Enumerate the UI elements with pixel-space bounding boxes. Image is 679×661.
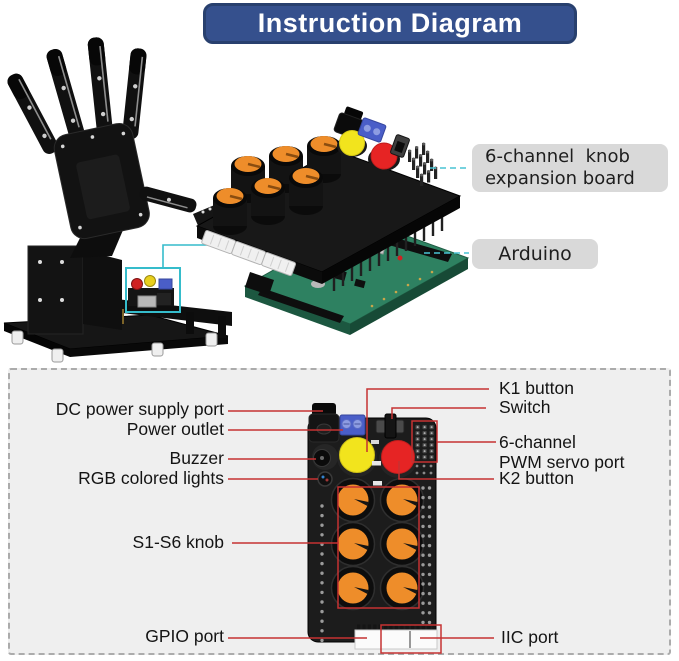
annotation-lines <box>228 388 496 654</box>
knob-area-highlight <box>337 486 420 609</box>
highlight-box <box>125 267 181 313</box>
label-expansion-line1: 6-channel knob <box>485 146 630 167</box>
page-title: Instruction Diagram <box>203 3 577 44</box>
label-arduino: Arduino <box>472 239 598 269</box>
callout-iic: IIC port <box>501 627 559 647</box>
finger <box>87 37 113 136</box>
callout-buzzer: Buzzer <box>169 448 224 468</box>
arduino-illustration <box>243 219 470 335</box>
page-title-text: Instruction Diagram <box>257 8 523 38</box>
callout-rgb-lights: RGB colored lights <box>78 468 224 488</box>
knob-board-detail <box>307 403 438 650</box>
label-expansion-line2: expansion board <box>485 168 635 189</box>
label-expansion-board: 6-channel knob expansion board <box>472 144 668 192</box>
finger <box>7 73 59 154</box>
callout-power-outlet: Power outlet <box>126 419 224 439</box>
callout-gpio: GPIO port <box>145 626 224 646</box>
callout-k1: K1 button <box>499 378 574 398</box>
callout-k2: K2 button <box>499 468 574 488</box>
iic-port-highlight <box>380 624 442 654</box>
finger <box>122 48 147 140</box>
callout-knobs: S1-S6 knob <box>132 532 224 552</box>
mini-board-on-base <box>128 275 174 308</box>
callout-servo-line2: PWM servo port <box>499 452 625 472</box>
label-arduino-text: Arduino <box>498 243 572 265</box>
callout-dc-power: DC power supply port <box>55 399 224 419</box>
label-connector-lines <box>424 167 469 254</box>
callout-servo-port: 6-channel PWM servo port <box>499 432 624 472</box>
expansion-board-illustration <box>193 106 462 284</box>
servo-header-pins <box>408 142 438 186</box>
thumb <box>139 186 197 213</box>
callout-servo-line1: 6-channel <box>499 432 576 452</box>
robotic-hand-illustration <box>3 37 238 363</box>
finger <box>46 49 85 142</box>
callout-switch: Switch <box>499 397 551 417</box>
